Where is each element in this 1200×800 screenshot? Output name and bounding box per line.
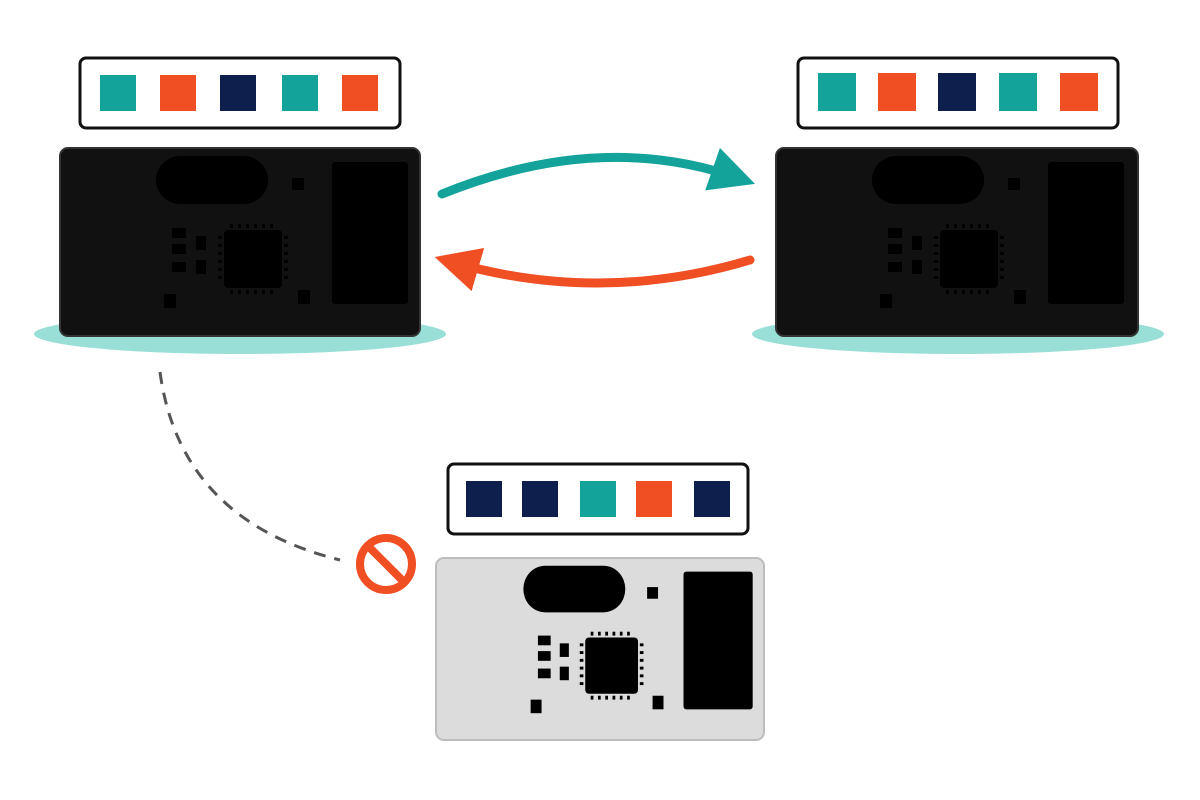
code-swatch bbox=[878, 73, 916, 111]
module-a-address-code bbox=[78, 56, 402, 130]
arrow-b-to-a bbox=[434, 247, 755, 292]
arrow-a-to-b bbox=[437, 147, 756, 199]
code-swatch bbox=[100, 75, 136, 111]
module-c-address-code bbox=[446, 462, 750, 536]
code-swatch bbox=[636, 481, 672, 517]
code-swatch bbox=[938, 73, 976, 111]
code-swatch bbox=[1060, 73, 1098, 111]
module-c bbox=[435, 462, 765, 741]
code-swatch bbox=[466, 481, 502, 517]
module-b-address-code bbox=[796, 56, 1120, 130]
code-swatch bbox=[580, 481, 616, 517]
code-swatch bbox=[220, 75, 256, 111]
no-entry-icon bbox=[356, 534, 416, 594]
module-b bbox=[752, 56, 1164, 354]
blocked-link bbox=[158, 371, 341, 562]
code-swatch bbox=[342, 75, 378, 111]
module-c-pcb bbox=[435, 557, 765, 741]
module-b-pcb bbox=[775, 147, 1139, 337]
code-swatch bbox=[694, 481, 730, 517]
module-a bbox=[34, 56, 446, 354]
code-swatch bbox=[282, 75, 318, 111]
code-swatch bbox=[818, 73, 856, 111]
module-a-pcb bbox=[59, 147, 421, 337]
code-swatch bbox=[999, 73, 1037, 111]
code-swatch bbox=[160, 75, 196, 111]
code-swatch bbox=[522, 481, 558, 517]
